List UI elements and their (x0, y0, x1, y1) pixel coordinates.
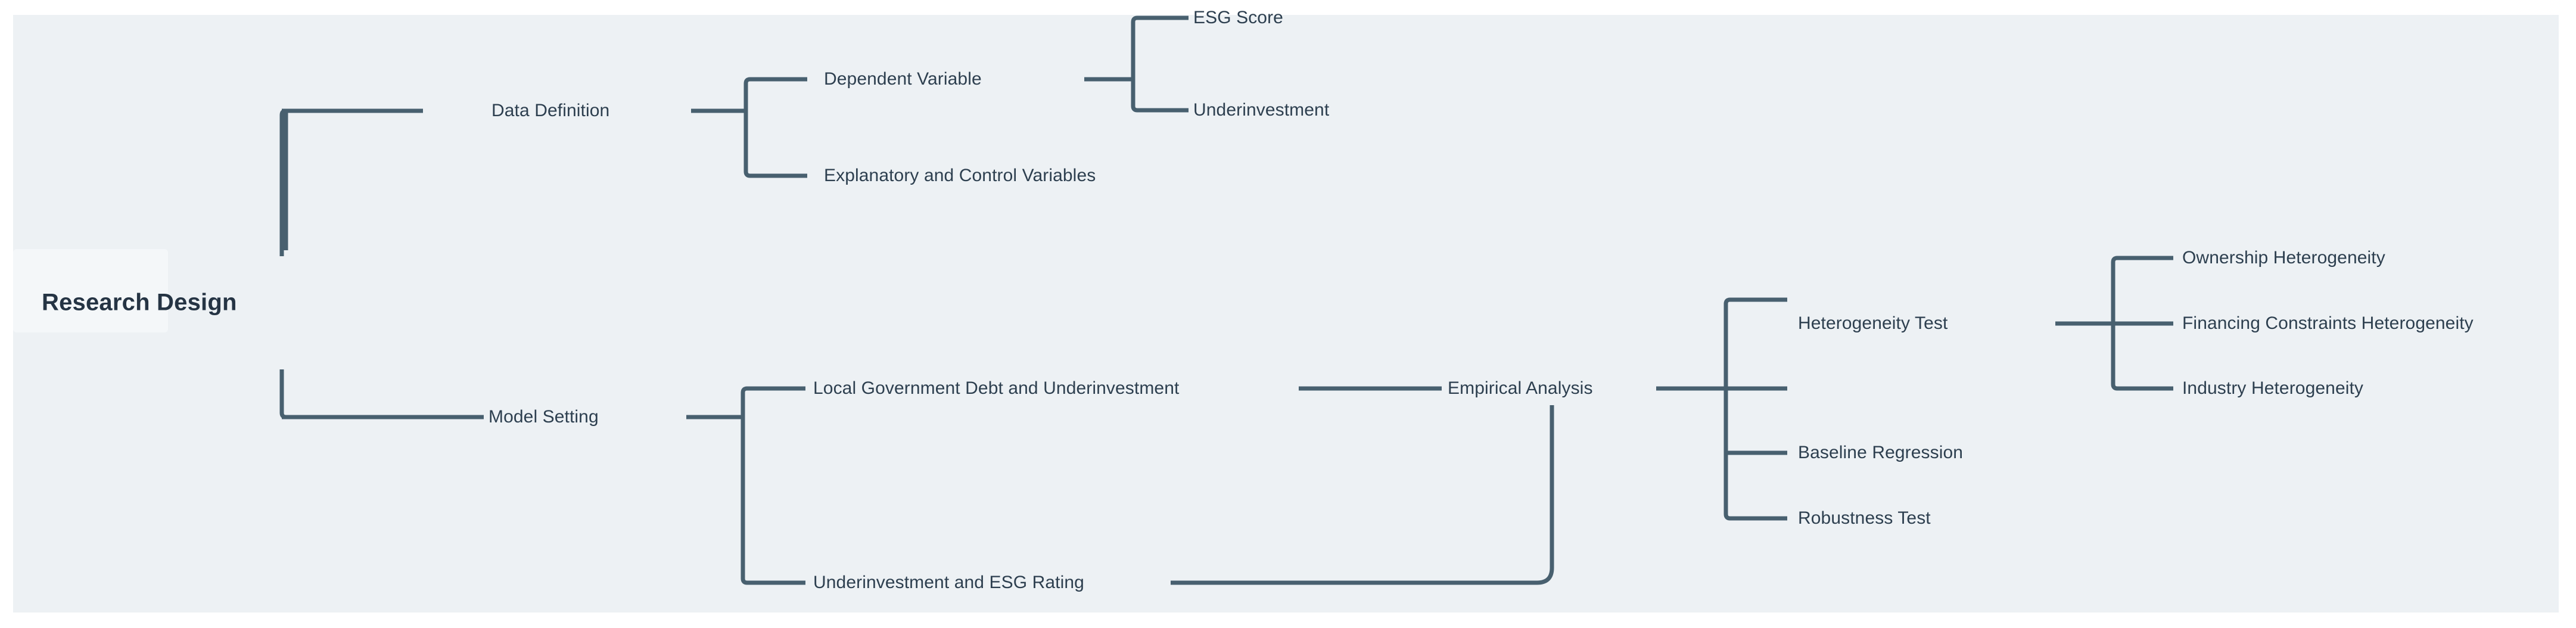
node-dependent-variable[interactable]: Dependent Variable (824, 69, 982, 89)
node-industry-heterogeneity[interactable]: Industry Heterogeneity (2182, 378, 2364, 398)
node-heterogeneity-test[interactable]: Heterogeneity Test (1798, 313, 1948, 333)
node-local-government-debt-and-underinvestment[interactable]: Local Government Debt and Underinvestmen… (813, 378, 1180, 398)
node-robustness-test[interactable]: Robustness Test (1798, 508, 1931, 528)
root-node-highlight (13, 249, 168, 332)
node-explanatory-and-control-variables[interactable]: Explanatory and Control Variables (824, 166, 1096, 185)
node-data-definition[interactable]: Data Definition (491, 101, 610, 120)
node-empirical-analysis[interactable]: Empirical Analysis (1448, 378, 1593, 398)
node-financing-constraints-heterogeneity[interactable]: Financing Constraints Heterogeneity (2182, 313, 2474, 333)
node-ownership-heterogeneity[interactable]: Ownership Heterogeneity (2182, 248, 2385, 268)
root-node-label[interactable]: Research Design (42, 289, 237, 316)
node-underinvestment[interactable]: Underinvestment (1193, 100, 1330, 120)
node-model-setting[interactable]: Model Setting (489, 407, 599, 427)
node-esg-score[interactable]: ESG Score (1193, 8, 1283, 27)
node-underinvestment-and-esg-rating[interactable]: Underinvestment and ESG Rating (813, 573, 1084, 592)
node-baseline-regression[interactable]: Baseline Regression (1798, 443, 1964, 462)
